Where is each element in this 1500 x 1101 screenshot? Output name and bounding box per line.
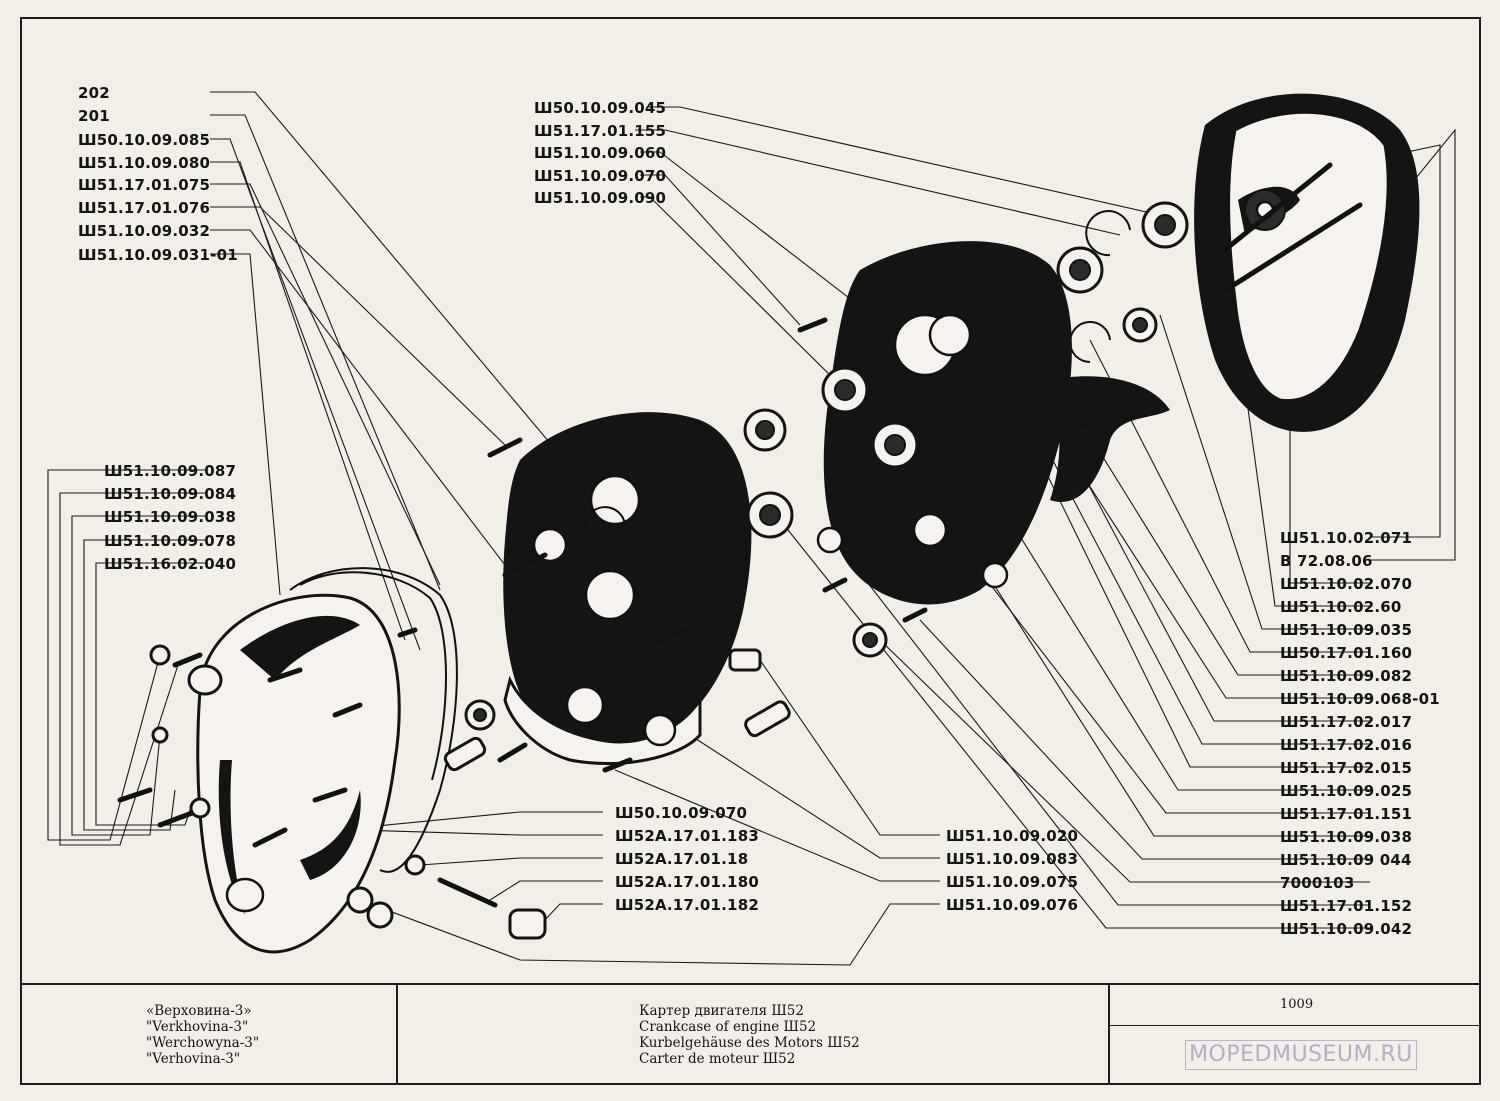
part-label: Ш51.10.09.082	[1280, 667, 1412, 685]
part-label: Ш51.10.09.078	[104, 532, 236, 550]
part-label: Ш51.17.02.015	[1280, 759, 1412, 777]
part-label: Ш51.10.09 044	[1280, 851, 1412, 869]
model-cell: «Верховина-3» "Verkhovina-3" "Werchowyna…	[20, 985, 398, 1085]
part-label: Ш50.10.09.085	[78, 131, 210, 149]
labels-bottom-center: Ш50.10.09.070 Ш52А.17.01.183 Ш52А.17.01.…	[615, 804, 759, 914]
part-label: 202	[78, 84, 110, 102]
part-label: Ш51.10.09.090	[534, 189, 666, 207]
part-label: Ш51.10.02.070	[1280, 575, 1412, 593]
part-label: Ш50.10.09.045	[534, 99, 666, 117]
part-label: Ш51.17.01.152	[1280, 897, 1412, 915]
part-label: Ш52А.17.01.182	[615, 896, 759, 914]
part-label: Ш51.17.01.151	[1280, 805, 1412, 823]
part-label: Ш51.17.02.016	[1280, 736, 1412, 754]
part-label: Ш51.10.09.025	[1280, 782, 1412, 800]
part-label: Ш51.10.09.080	[78, 154, 210, 172]
part-label: Ш51.17.01.075	[78, 176, 210, 194]
description-en: Crankcase of engine Ш52	[639, 1019, 817, 1035]
gasket	[289, 567, 458, 873]
left-side-cover	[187, 593, 401, 954]
title-block: «Верховина-3» "Verkhovina-3" "Werchowyna…	[20, 983, 1481, 1085]
description-ru: Картер двигателя Ш52	[639, 1003, 804, 1019]
part-label: Ш51.10.09.031-01	[78, 246, 238, 264]
part-label: Ш51.10.09.076	[946, 896, 1078, 914]
leader-lines	[47, 91, 1456, 966]
part-label: Ш51.17.01.076	[78, 199, 210, 217]
part-label: Ш51.10.09.075	[946, 873, 1078, 891]
descriptions: Картер двигателя Ш52 Crankcase of engine…	[639, 1003, 860, 1067]
part-label: Ш52А.17.01.18	[615, 850, 748, 868]
part-label: Ш51.10.09.068-01	[1280, 690, 1440, 708]
model-name-fr: "Verhovina-3"	[146, 1051, 241, 1067]
part-label: Ш51.10.09.083	[946, 850, 1078, 868]
left-crankcase-half	[503, 408, 794, 766]
bearings	[464, 201, 1189, 731]
part-label: Ш50.17.01.160	[1280, 644, 1412, 662]
part-label: Ш51.10.09.020	[946, 827, 1078, 845]
part-label: Ш51.10.09.038	[104, 508, 236, 526]
part-label: Ш51.17.02.017	[1280, 713, 1412, 731]
part-label: В 72.08.06	[1280, 552, 1373, 570]
part-label: Ш51.10.09.032	[78, 222, 210, 240]
model-name-de: "Werchowyna-3"	[146, 1035, 260, 1051]
drawing-frame	[20, 17, 1481, 1085]
labels-top-center: Ш50.10.09.045 Ш51.17.01.155 Ш51.10.09.06…	[534, 99, 666, 207]
model-name-en: "Verkhovina-3"	[146, 1019, 249, 1035]
description-cell: Картер двигателя Ш52 Crankcase of engine…	[398, 985, 1110, 1085]
part-label: Ш51.10.09.035	[1280, 621, 1412, 639]
exploded-view-diagram: 202 201 Ш50.10.09.085 Ш51.10.09.080 Ш51.…	[47, 84, 1456, 966]
dowels-and-sleeves	[149, 644, 791, 940]
part-label: Ш50.10.09.070	[615, 804, 747, 822]
bolts-and-pins	[117, 162, 1363, 908]
description-fr: Carter de moteur Ш52	[639, 1051, 796, 1067]
part-label: Ш51.10.09.084	[104, 485, 236, 503]
model-name-ru: «Верховина-3»	[146, 1003, 252, 1019]
labels-top-left: 202 201 Ш50.10.09.085 Ш51.10.09.080 Ш51.…	[78, 84, 238, 264]
part-label: Ш51.10.02.60	[1280, 598, 1402, 616]
part-label: Ш52А.17.01.183	[615, 827, 759, 845]
part-label: Ш51.10.09.070	[534, 167, 666, 185]
labels-left: Ш51.10.09.087 Ш51.10.09.084 Ш51.10.09.03…	[104, 462, 236, 573]
sheet-number: 1009	[1280, 997, 1314, 1012]
part-label: Ш51.10.09.087	[104, 462, 236, 480]
circlips	[584, 210, 1131, 549]
part-label: Ш51.10.09.038	[1280, 828, 1412, 846]
part-label: Ш51.10.09.060	[534, 144, 666, 162]
part-label: Ш51.17.01.155	[534, 122, 666, 140]
description-de: Kurbelgehäuse des Motors Ш52	[639, 1035, 860, 1051]
watermark: MOPEDMUSEUM.RU	[1185, 1040, 1417, 1070]
labels-right: Ш51.10.02.071 В 72.08.06 Ш51.10.02.070 Ш…	[1280, 529, 1440, 938]
model-names: «Верховина-3» "Verkhovina-3" "Werchowyna…	[146, 1003, 259, 1067]
part-label: Ш52А.17.01.180	[615, 873, 759, 891]
part-label: 7000103	[1280, 874, 1354, 892]
labels-bottom-mid: Ш51.10.09.020 Ш51.10.09.083 Ш51.10.09.07…	[946, 827, 1078, 914]
right-side-cover	[1194, 93, 1420, 432]
part-label: 201	[78, 107, 110, 125]
part-label: Ш51.10.02.071	[1280, 529, 1412, 547]
part-label: Ш51.10.09.042	[1280, 920, 1412, 938]
right-crankcase-half	[816, 241, 1170, 605]
part-label: Ш51.16.02.040	[104, 555, 236, 573]
sheet-divider	[1110, 1025, 1481, 1026]
sheet-cell: 1009	[1110, 985, 1481, 1085]
